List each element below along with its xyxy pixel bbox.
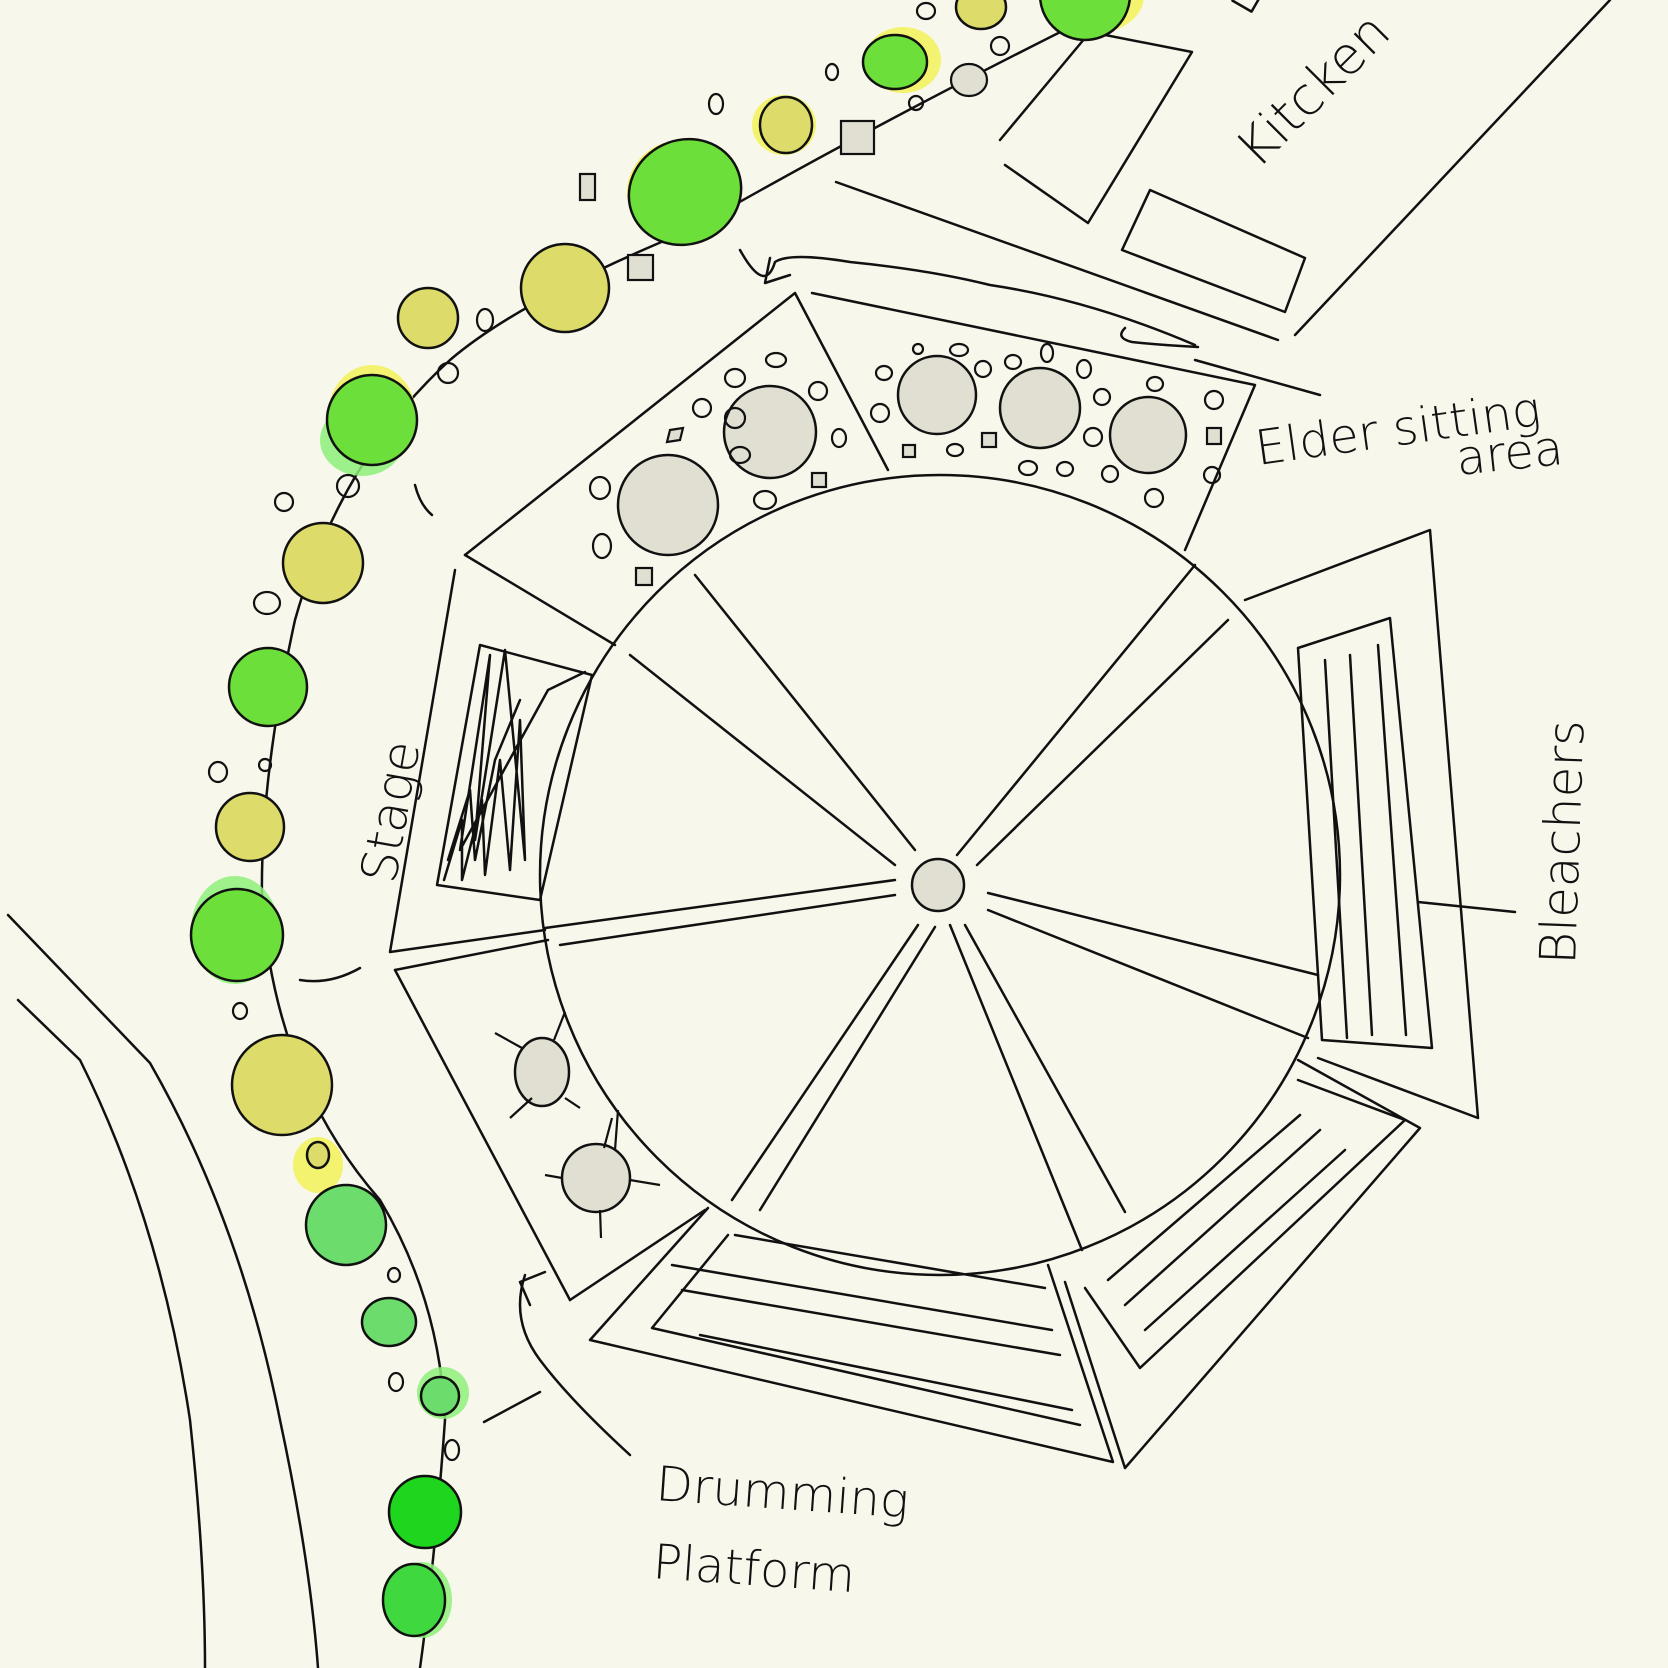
elder-seat-icon [722, 384, 818, 480]
center-fire-icon [910, 857, 966, 913]
tree-canopy-icon [325, 373, 419, 467]
elder-seat-icon [896, 354, 978, 436]
tree-row [189, 0, 1144, 1638]
arena-outline [388, 291, 1517, 1470]
tree-canopy-icon [954, 0, 1008, 31]
tree-canopy-icon [627, 137, 743, 247]
arena-ring [538, 473, 1342, 1277]
tree-canopy-icon [396, 286, 460, 350]
drumming-label: Drumming [654, 1456, 910, 1530]
tree-canopy-icon [519, 242, 611, 334]
elder-side-tables [634, 426, 1223, 587]
elder-seat-icon [616, 453, 720, 557]
stage-label: Stage [350, 736, 432, 887]
drum-icon [560, 1142, 632, 1214]
elder-sitting-label-area: area [1453, 420, 1565, 487]
shrubs [207, 1, 1011, 1462]
drumming-arrow-head [518, 1270, 547, 1307]
road [6, 913, 320, 1668]
tree-canopy-icon [230, 1033, 334, 1137]
tree-canopy-icon [227, 646, 309, 728]
tree-canopy-icon [758, 95, 814, 155]
tree-canopy-icon [419, 1375, 461, 1417]
drum-icon [513, 1036, 571, 1108]
kitchen-access-arrow [738, 248, 1322, 397]
elder-seat-icon [1108, 395, 1188, 475]
drum-sticks [494, 1011, 661, 1239]
tree-canopy-icon [304, 1183, 388, 1267]
tree-canopy-icon [387, 1474, 463, 1550]
bracket-mark [298, 966, 362, 983]
tree-canopy-icon [214, 791, 286, 863]
arena-radials [543, 563, 1320, 1252]
elder-seating [513, 354, 1188, 1214]
tree-canopy-icon [381, 1562, 447, 1638]
elder-seat-icon [998, 366, 1082, 450]
bracket-mark [413, 483, 434, 517]
elder-stools [588, 342, 1225, 560]
tree-canopy-icon [281, 521, 365, 605]
kitchen-building [834, 0, 1612, 342]
tree-canopy-icon [1039, 0, 1131, 42]
platform-label: Platform [651, 1534, 857, 1604]
stage-platform [435, 643, 594, 902]
path-markers [578, 62, 989, 282]
bleachers-label: Bleachers [1529, 719, 1596, 965]
tree-canopy-icon [189, 887, 285, 983]
tree-canopy-icon [861, 33, 929, 91]
drumming-arrow [518, 1273, 632, 1457]
kitchen-label: Kitcken [1225, 2, 1402, 179]
bracket-mark [482, 1390, 542, 1424]
tree-canopy-icon [360, 1296, 418, 1348]
tree-canopy-icon [305, 1140, 331, 1170]
